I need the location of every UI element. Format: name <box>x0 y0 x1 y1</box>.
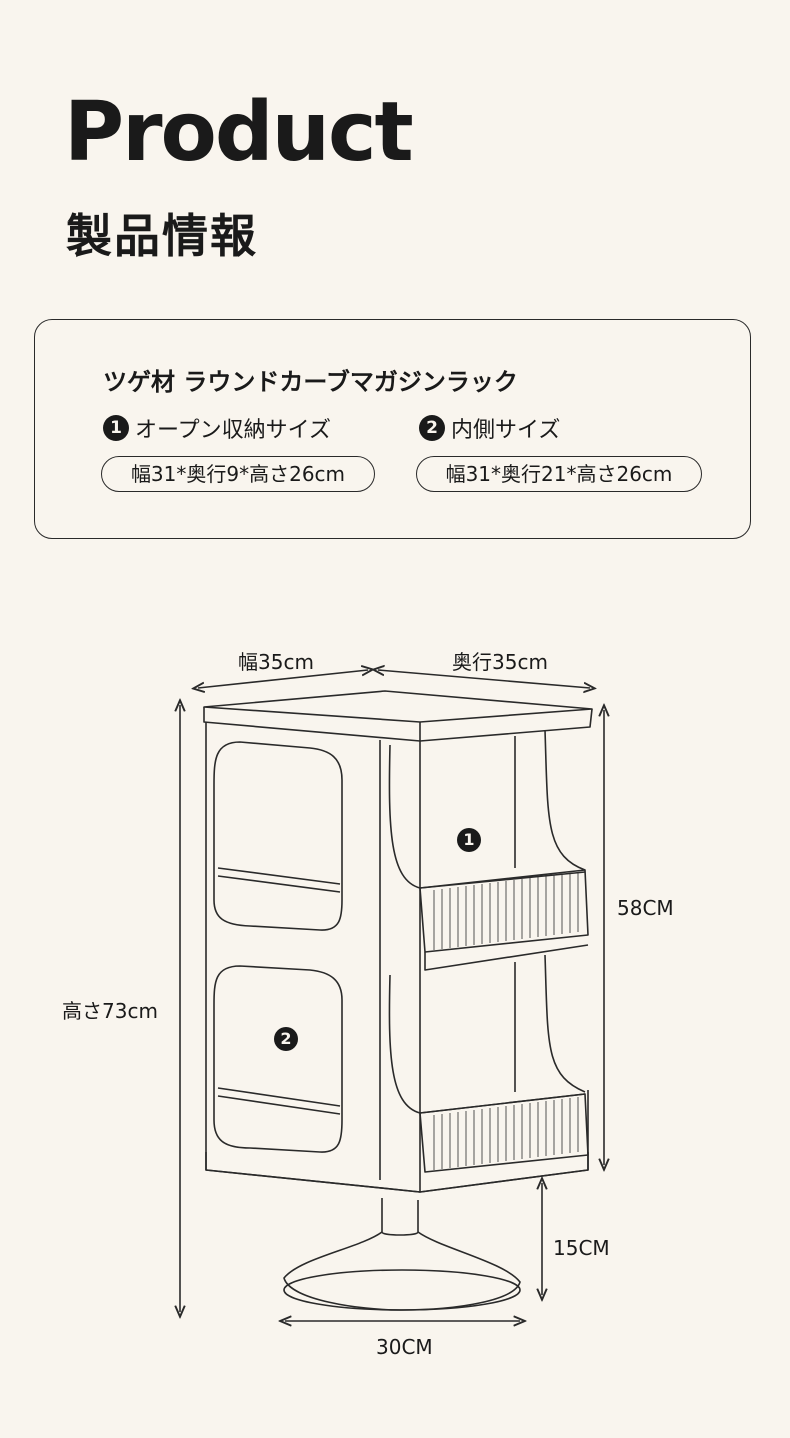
top-panel <box>203 690 593 723</box>
bottom-plate <box>205 1152 589 1193</box>
base-width-label: 30CM <box>376 1335 433 1359</box>
lower-left-opening <box>213 965 343 1153</box>
product-info-box: ツゲ材 ラウンドカーブマガジンラック 1 オープン収納サイズ 幅31*奥行9*高… <box>34 319 751 539</box>
lower-slatted-front <box>419 1093 589 1173</box>
upper-slatted-front <box>419 869 589 953</box>
number-badge-1: 1 <box>103 415 129 441</box>
product-name: ツゲ材 ラウンドカーブマガジンラック <box>103 368 518 396</box>
stand-height-label: 15CM <box>553 1236 610 1260</box>
depth-label: 奥行35cm <box>452 650 548 674</box>
stand-pole <box>381 1198 419 1236</box>
height-label: 高さ73cm <box>62 999 158 1023</box>
upper-left-opening <box>213 741 343 931</box>
spec-label-text: 内側サイズ <box>451 418 561 443</box>
spec-label-text: オープン収納サイズ <box>135 418 332 443</box>
page-title-japanese: 製品情報 <box>66 209 258 263</box>
page-title-english: Product <box>64 85 414 180</box>
stand-base <box>283 1231 521 1311</box>
depth-dimension-line <box>378 670 590 688</box>
spec-value-inner-size: 幅31*奥行21*高さ26cm <box>416 456 702 492</box>
body-height-label: 58CM <box>617 896 674 920</box>
width-dimension-line <box>198 670 368 688</box>
left-face <box>205 722 421 1193</box>
spec-label-open-storage: 1 オープン収納サイズ <box>103 412 331 444</box>
compartment-marker-1: 1 <box>457 828 481 852</box>
spec-value-open-storage: 幅31*奥行9*高さ26cm <box>101 456 375 492</box>
compartment-marker-2: 2 <box>274 1027 298 1051</box>
width-label: 幅35cm <box>238 650 314 674</box>
spec-label-inner-size: 2 内側サイズ <box>419 412 560 444</box>
number-badge-2: 2 <box>419 415 445 441</box>
